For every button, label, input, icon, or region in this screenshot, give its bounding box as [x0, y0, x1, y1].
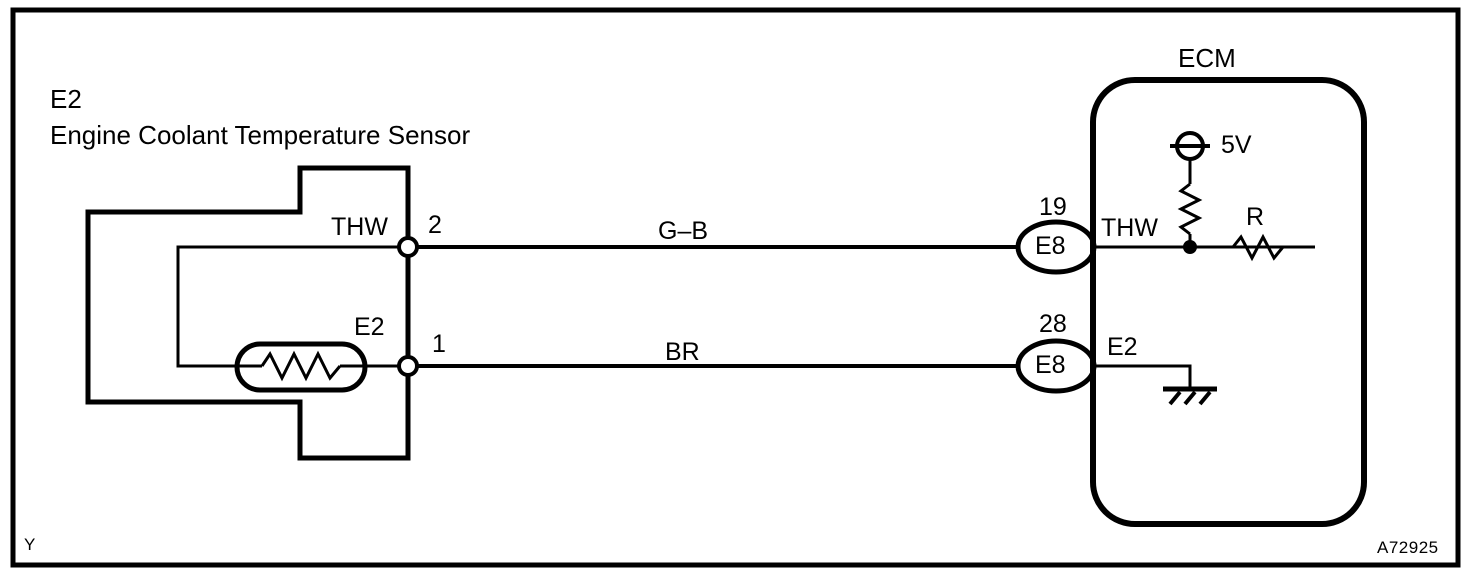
pullup-resistor-zigzag	[1177, 182, 1203, 236]
ecm-signal-label-thw: THW	[1101, 214, 1158, 242]
ecm-pin-number-19: 19	[1039, 193, 1067, 221]
sensor-pin-1-terminal	[397, 355, 419, 377]
sensor-terminal-label-thw: THW	[331, 213, 388, 241]
diagram-border	[10, 7, 1461, 568]
sensor-connector-id: E2	[50, 84, 82, 114]
ground-hatch-3	[1198, 390, 1212, 406]
ecm-pin-number-28: 28	[1039, 310, 1067, 338]
ground-hatch-1	[1168, 390, 1182, 406]
ground-hatch-2	[1183, 390, 1197, 406]
ecm-e2-ground-net	[1093, 364, 1192, 389]
sensor-pin-number-2: 2	[428, 211, 442, 239]
figure-code: A72925	[1377, 538, 1439, 557]
wire-label-g-b: G–B	[658, 217, 709, 245]
sensor-name: Engine Coolant Temperature Sensor	[50, 120, 471, 150]
wire-label-br: BR	[665, 338, 700, 366]
sensor-internal-wire-thw	[176, 245, 408, 368]
sensor-pin-number-1: 1	[432, 330, 446, 358]
corner-mark: Y	[24, 535, 36, 554]
ecm-connector-name-e8-19: E8	[1035, 232, 1066, 260]
ecm-body	[1090, 77, 1367, 527]
ecm-connector-name-e8-28: E8	[1035, 351, 1066, 379]
supply-voltage-label: 5V	[1221, 131, 1252, 159]
sensor-terminal-label-e2: E2	[354, 313, 385, 341]
ecm-title: ECM	[1178, 43, 1236, 73]
series-resistor-label: R	[1246, 203, 1265, 231]
thermistor-zigzag	[260, 350, 342, 382]
ecm-signal-label-e2: E2	[1107, 333, 1138, 361]
sensor-pin-2-terminal	[397, 236, 419, 258]
series-resistor-r-zigzag	[1231, 233, 1285, 262]
